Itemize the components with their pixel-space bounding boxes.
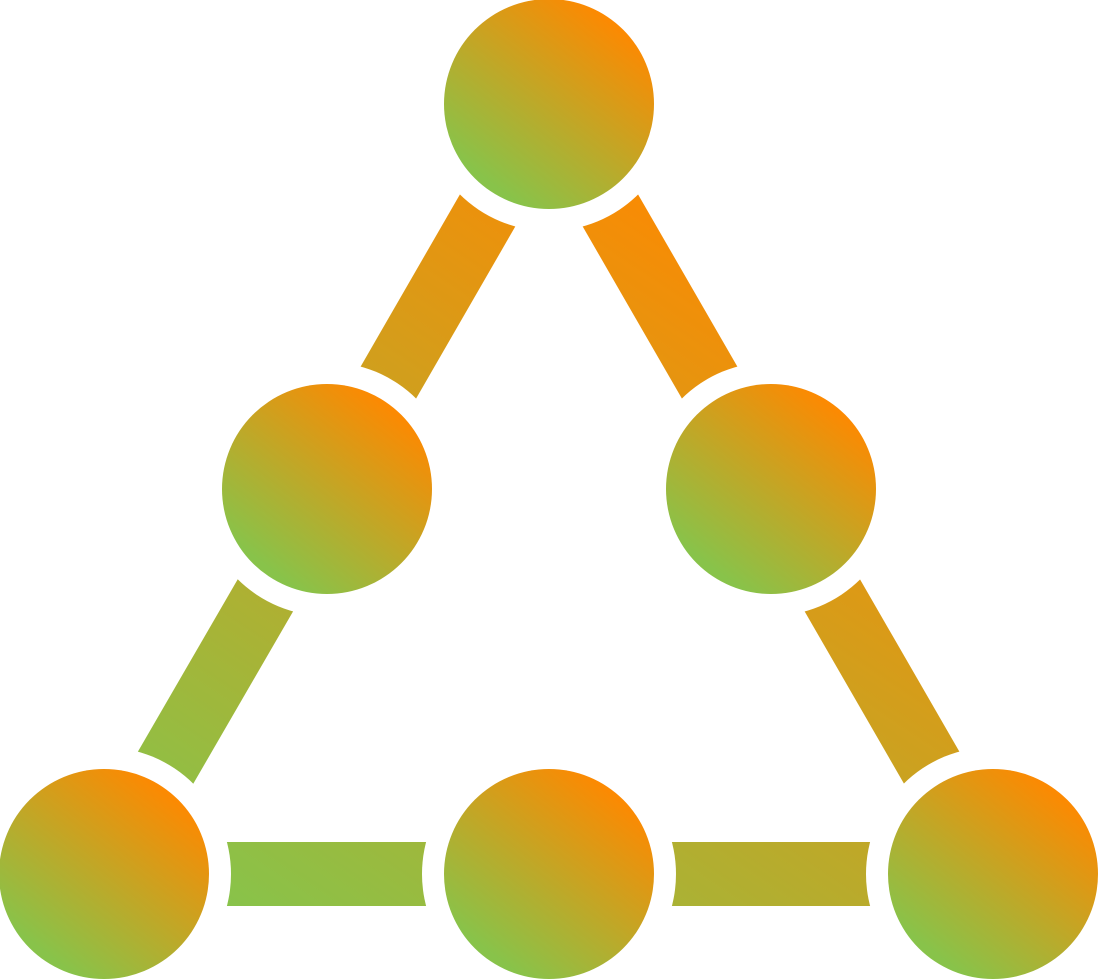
node-middle-right xyxy=(666,384,876,594)
node-bottom-left xyxy=(0,769,209,979)
node-middle-left xyxy=(222,384,432,594)
node-bottom-right xyxy=(888,769,1098,979)
node-top xyxy=(444,0,654,209)
node-bottom-center xyxy=(444,769,654,979)
